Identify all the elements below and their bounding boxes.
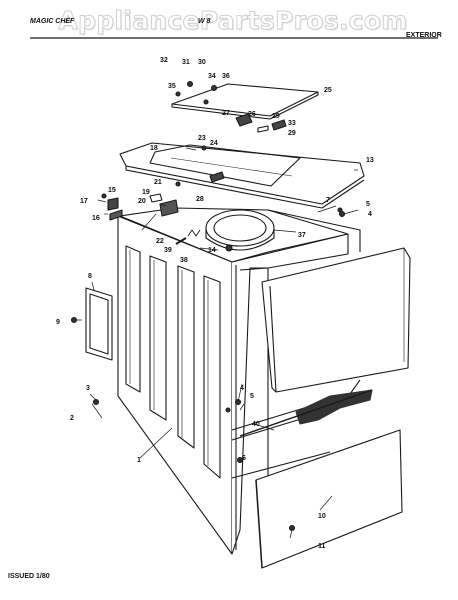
part-label-5b: 5 [366, 201, 370, 208]
part-label-18: 18 [150, 145, 158, 152]
part-label-13: 13 [366, 157, 374, 164]
part-label-34: 34 [208, 73, 216, 80]
rear-panel [261, 247, 411, 393]
part-label-8: 8 [88, 273, 92, 280]
part-label-29b: 29 [288, 130, 296, 137]
part-label-2: 2 [70, 415, 74, 422]
watermark: AppliancePartsPros.com [58, 6, 408, 36]
part-label-4b: 4 [368, 211, 372, 218]
part-label-40: 40 [252, 421, 260, 428]
hardware-parts [70, 80, 346, 532]
model-label: W 8 [198, 18, 211, 25]
tub-ring [205, 209, 275, 251]
part-label-25: 25 [324, 87, 332, 94]
part-label-22: 22 [156, 238, 164, 245]
top-frame [119, 142, 365, 209]
part-label-37: 37 [298, 232, 306, 239]
part-label-32: 32 [160, 57, 168, 64]
part-label-27: 27 [222, 110, 230, 117]
part-label-20: 20 [138, 198, 146, 205]
part-label-28: 28 [196, 196, 204, 203]
top-cover [171, 83, 319, 120]
part-label-11: 11 [318, 543, 326, 550]
part-label-16: 16 [92, 215, 100, 222]
part-label-6: 6 [242, 455, 246, 462]
part-label-38: 38 [180, 257, 188, 264]
part-label-39: 39 [164, 247, 172, 254]
part-label-7: 7 [326, 197, 330, 204]
part-label-19: 19 [142, 189, 150, 196]
left-vent-plate [85, 287, 113, 361]
part-label-29a: 29 [272, 113, 280, 120]
part-label-3: 3 [86, 385, 90, 392]
part-label-10: 10 [318, 513, 326, 520]
cutaway-shadow [295, 389, 373, 425]
part-label-23: 23 [198, 135, 206, 142]
issued-date: ISSUED 1/80 [8, 573, 50, 580]
section-label: EXTERIOR [406, 32, 442, 39]
part-label-31: 31 [182, 59, 190, 66]
part-label-15: 15 [108, 187, 116, 194]
leader-lines [76, 91, 359, 539]
part-label-24: 24 [210, 140, 218, 147]
brand-label: MAGIC CHEF [30, 18, 75, 25]
part-label-14: 14 [208, 247, 216, 254]
part-label-5: 5 [250, 393, 254, 400]
part-label-35: 35 [168, 83, 176, 90]
part-label-1: 1 [137, 457, 141, 464]
part-label-36: 36 [222, 73, 230, 80]
part-label-17: 17 [80, 198, 88, 205]
part-label-21: 21 [154, 179, 162, 186]
part-label-30: 30 [198, 59, 206, 66]
part-label-33: 33 [288, 120, 296, 127]
side-panel-channels [125, 245, 221, 479]
bottom-rail [239, 389, 373, 437]
part-label-26: 26 [248, 111, 256, 118]
part-labels: 1 2 3 4 5 6 7 8 9 10 11 13 14 15 16 17 1… [56, 57, 374, 550]
part-label-9: 9 [56, 319, 60, 326]
part-label-4: 4 [240, 385, 244, 392]
